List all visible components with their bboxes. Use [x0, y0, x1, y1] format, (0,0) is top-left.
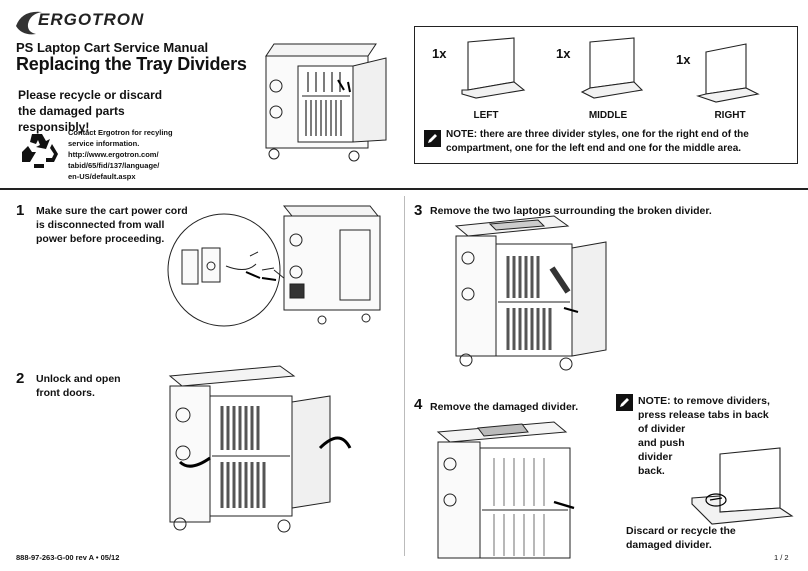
divider-styles-box	[414, 26, 798, 164]
divider-count-middle: 1x	[556, 46, 571, 61]
step-1-number: 1	[16, 202, 25, 219]
divider-release-tab-illustration	[691, 447, 794, 525]
divider-label-right: RIGHT	[714, 110, 746, 121]
page-title: Replacing the Tray Dividers	[16, 54, 247, 74]
ergotron-logo	[12, 6, 192, 40]
ergotron-swoosh-icon	[16, 11, 42, 35]
divider-note: NOTE: there are three divider styles, on…	[446, 129, 749, 154]
contact-line: Contact Ergotron for recyling	[68, 128, 173, 137]
divider-right-illustration	[696, 43, 760, 103]
note-pencil-icon	[616, 394, 633, 411]
divider-middle-illustration	[580, 37, 644, 99]
divider-count-right: 1x	[676, 52, 691, 67]
divider-label-middle: MIDDLE	[588, 110, 628, 121]
step-2-number: 2	[16, 370, 25, 387]
cart-illustration-header	[265, 43, 387, 162]
page-number: 1 / 2	[774, 553, 789, 562]
divider-left-illustration	[461, 37, 526, 99]
step-4-illustration	[436, 421, 575, 559]
step-4-note: NOTE: to remove dividers, press release …	[638, 395, 770, 477]
step-3-number: 3	[414, 202, 423, 219]
divider-count-left: 1x	[432, 46, 447, 61]
step-1-text: Make sure the cart power cord is disconn…	[36, 205, 188, 245]
contact-info: Contact Ergotron for recyling service in…	[68, 127, 188, 182]
recycle-icon	[22, 134, 58, 168]
contact-line: service information.	[68, 139, 140, 148]
step-4-number: 4	[414, 396, 423, 413]
column-divider	[404, 196, 406, 556]
manual-title: PS Laptop Cart Service Manual	[16, 40, 209, 55]
document-id: 888-97-263-G-00 rev A • 05/12	[16, 553, 120, 562]
section-divider	[0, 188, 808, 190]
discard-instruction: Discard or recycle the damaged divider.	[626, 525, 736, 551]
step-1-illustration	[167, 205, 381, 327]
step-4-text: Remove the damaged divider.	[430, 401, 579, 413]
contact-url[interactable]: http://www.ergotron.com/	[68, 150, 159, 159]
step-3-text: Remove the two laptops surrounding the b…	[430, 205, 712, 217]
step-2-illustration	[168, 365, 352, 533]
contact-url[interactable]: en-US/default.aspx	[68, 172, 136, 181]
contact-url[interactable]: tabid/65/fid/137/language/	[68, 161, 160, 170]
brand-name: ERGOTRON	[38, 10, 145, 29]
step-2-text: Unlock and open front doors.	[36, 373, 121, 399]
recycle-heading: Please recycle or discard the damaged pa…	[18, 88, 163, 134]
divider-label-left: LEFT	[473, 110, 499, 121]
note-pencil-icon	[424, 130, 441, 147]
step-3-illustration	[454, 215, 607, 371]
